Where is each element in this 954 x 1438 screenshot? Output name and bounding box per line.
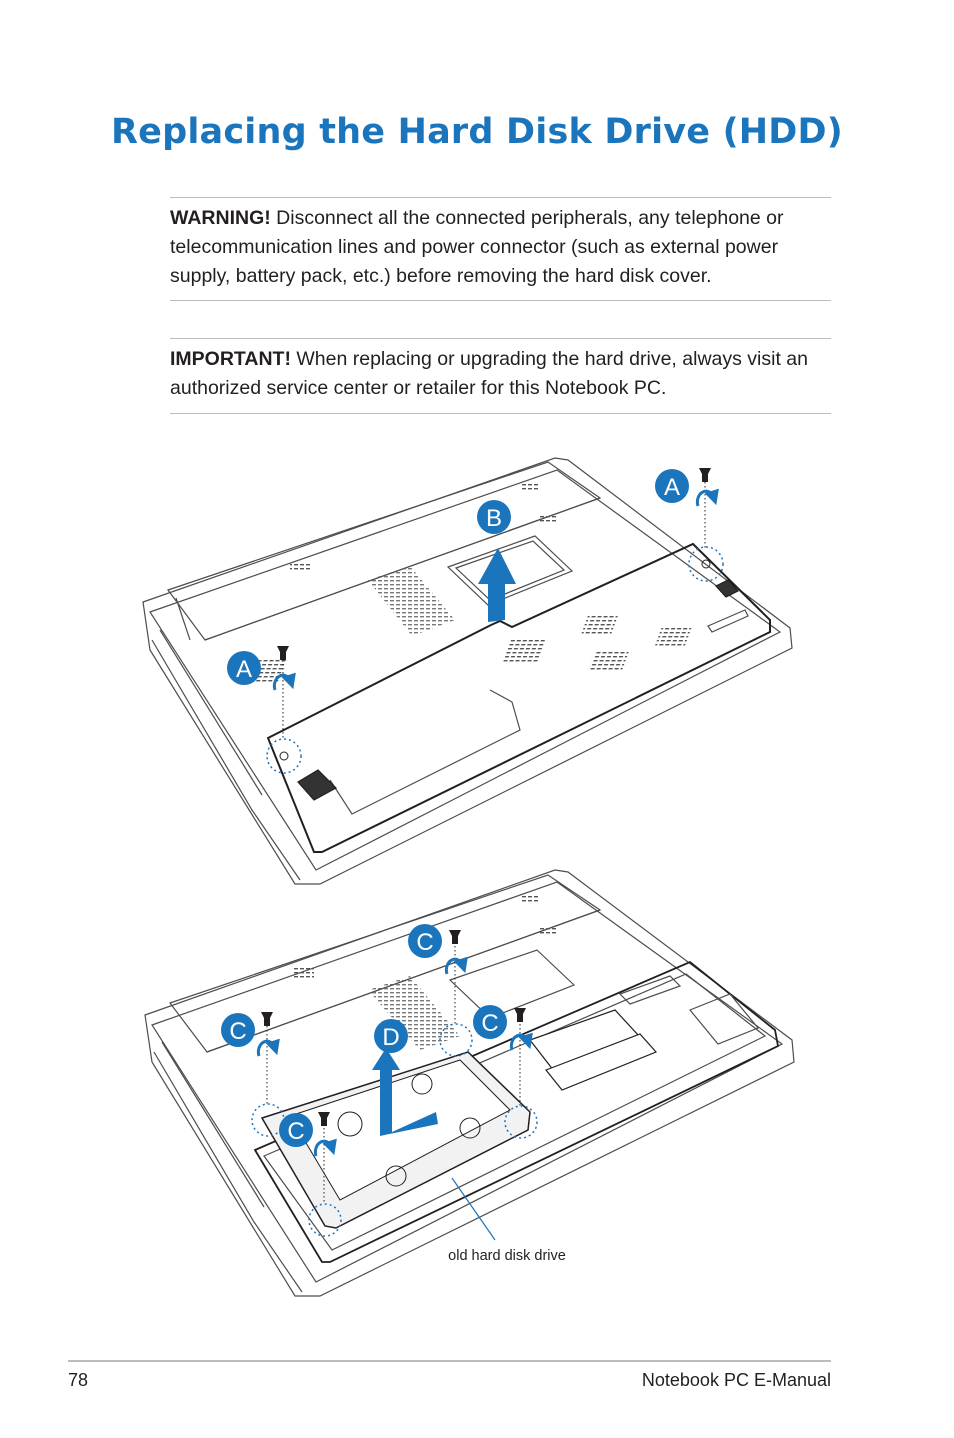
label-a-left: A [227, 651, 261, 685]
label-a-right-text: A [664, 474, 680, 501]
label-c-right: C [473, 1005, 507, 1039]
important-keyword: IMPORTANT! [170, 348, 291, 370]
label-c-top: C [408, 924, 442, 958]
hdd-callout-label: old hard disk drive [448, 1248, 566, 1264]
warning-box: WARNING! Disconnect all the connected pe… [170, 197, 831, 301]
label-c-left-text: C [229, 1018, 246, 1045]
page-number: 78 [68, 1370, 89, 1390]
footer-rule [68, 1360, 831, 1362]
page-title: Replacing the Hard Disk Drive (HDD) [110, 112, 844, 152]
important-text: When replacing or upgrading the hard dri… [170, 348, 808, 399]
vent-grilles-2 [292, 896, 556, 1050]
warning-paragraph: WARNING! Disconnect all the connected pe… [170, 204, 831, 291]
label-c-right-text: C [481, 1010, 498, 1037]
label-d: D [374, 1019, 408, 1053]
label-b: B [477, 500, 511, 534]
label-d-text: D [382, 1024, 399, 1051]
manual-name: Notebook PC E-Manual [641, 1370, 831, 1390]
label-c-top-text: C [416, 929, 433, 956]
warning-keyword: WARNING! [170, 207, 271, 229]
important-box: IMPORTANT! When replacing or upgrading t… [170, 338, 831, 414]
label-b-text: B [486, 505, 502, 532]
label-c-left: C [221, 1013, 255, 1047]
label-c-bottom: C [279, 1113, 313, 1147]
vent-grilles-1 [241, 484, 693, 684]
screw-callouts-2 [251, 930, 538, 1241]
screw-callouts-1 [266, 468, 724, 774]
label-a-right: A [655, 469, 689, 503]
label-a-left-text: A [236, 656, 252, 683]
important-paragraph: IMPORTANT! When replacing or upgrading t… [170, 345, 831, 403]
warning-text: Disconnect all the connected peripherals… [170, 207, 784, 287]
label-c-bottom-text: C [287, 1118, 304, 1145]
